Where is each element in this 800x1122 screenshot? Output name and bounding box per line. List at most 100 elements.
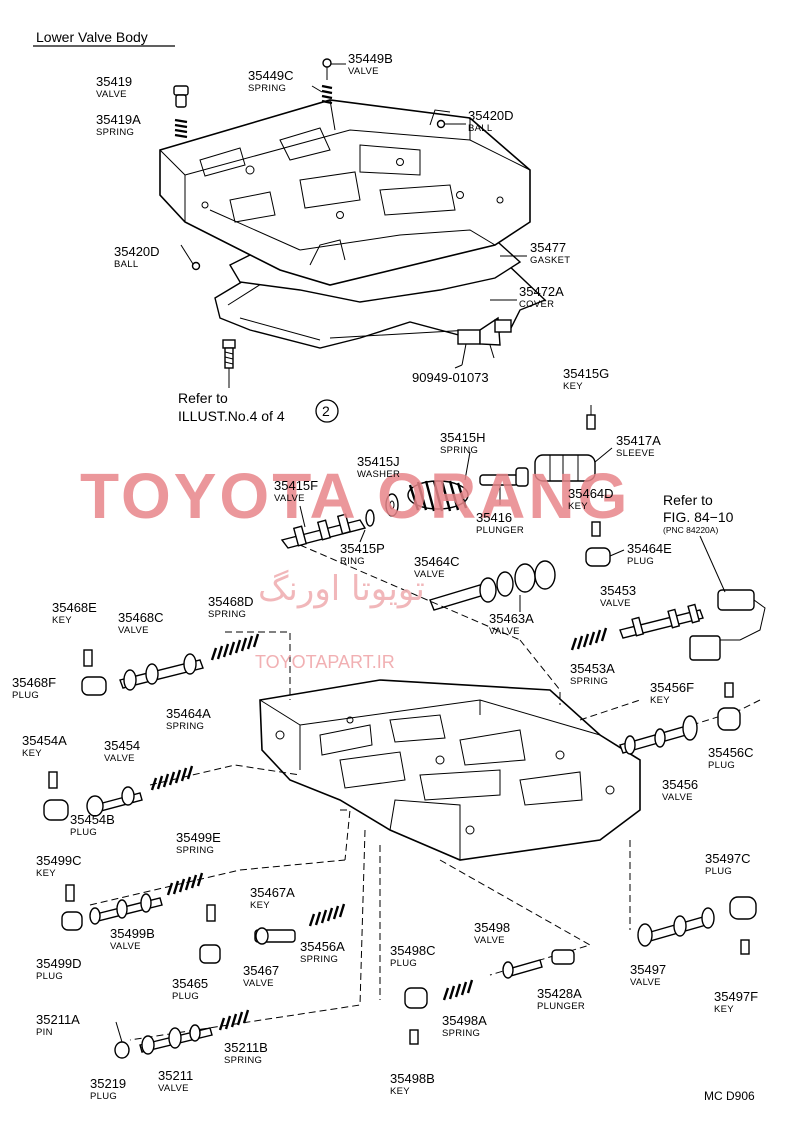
part-number: 35211A [36,1012,80,1027]
watermark-main: TOYOTA ORANG [80,460,630,532]
part-name: PLUG [705,866,732,877]
part-35499E-spring [166,872,204,896]
part-number: 35420D [468,108,514,123]
part-35454B-plug [43,799,69,821]
part-name: PLUG [708,760,735,771]
refer-fig-note: Refer to FIG. 84−10 (PNC 84220A) [663,492,734,535]
part-35415F-valve [280,505,367,549]
part-35499C-key [65,884,75,902]
part-name: VALVE [414,569,445,580]
part-name: SPRING [208,609,246,620]
part-35468E-key [83,649,93,667]
part-35464D-key [591,521,601,537]
diagram-code: MC D906 [704,1089,755,1103]
part-name: RING [340,556,365,567]
part-number: 35463A [489,611,534,626]
part-number: 35499D [36,956,82,971]
part-name: KEY [563,381,583,392]
top-leader-lines [180,63,592,415]
part-90949-01073-bolt [457,316,512,366]
part-illust-bolt [222,339,236,369]
refer-illust-line1: Refer to [178,390,228,406]
part-35497F-key [740,939,750,955]
part-35420D-ball-left [191,261,201,271]
part-name: BALL [468,123,492,134]
part-35453-valve [619,603,704,639]
part-number: 35453 [600,583,636,598]
refer-illust-note: Refer to ILLUST.No.4 of 4 2 [178,390,339,424]
part-name: VALVE [600,598,631,609]
part-35415H-spring [407,451,471,512]
part-name: VALVE [274,493,305,504]
part-number: 35416 [476,510,512,525]
part-35464C-valve [429,571,514,611]
part-name: KEY [714,1004,734,1015]
part-number: 35498 [474,920,510,935]
part-number: 35467A [250,885,295,900]
part-name: PLUG [12,690,39,701]
part-number: 35477 [530,240,566,255]
part-name: PLUG [90,1091,117,1102]
part-number: 35419 [96,74,132,89]
part-35456C-plug [717,707,741,731]
part-name: KEY [390,1086,410,1097]
part-35463A-valve [514,560,556,612]
part-name: PLUG [36,971,63,982]
part-name: VALVE [348,66,379,77]
part-name: KEY [250,900,270,911]
part-35498C-plug [404,987,428,1009]
part-name: PLUNGER [537,1001,585,1012]
part-name: SPRING [224,1055,262,1066]
part-35467-valve [254,927,296,945]
part-name: SPRING [176,845,214,856]
part-number: 35472A [519,284,564,299]
part-name: SLEEVE [616,448,655,459]
part-35428A-plunger [551,949,575,965]
part-name: SPRING [166,721,204,732]
part-number: 35464C [414,554,460,569]
part-35211-valve [139,1024,213,1055]
part-number: 35468C [118,610,164,625]
part-name: PIN [36,1027,53,1038]
part-35467A-key [206,904,216,922]
part-35420D-ball-top [436,119,446,129]
part-35465-plug [199,944,221,964]
part-number: 35415F [274,478,318,493]
part-35417A-sleeve [534,447,613,482]
part-name: COVER [519,299,554,310]
part-35211A-pin [115,1021,123,1043]
circled-number [315,399,339,423]
solenoid-connector [689,535,766,661]
part-name: KEY [52,615,72,626]
part-name: VALVE [630,977,661,988]
part-name: SPRING [442,1028,480,1039]
part-35449C-spring [321,84,333,105]
part-label-90949-01073: 90949-01073 [412,370,489,385]
part-35498B-key [409,1029,419,1045]
part-number: 35449C [248,68,294,83]
refer-fig-line2: FIG. 84−10 [663,509,734,525]
